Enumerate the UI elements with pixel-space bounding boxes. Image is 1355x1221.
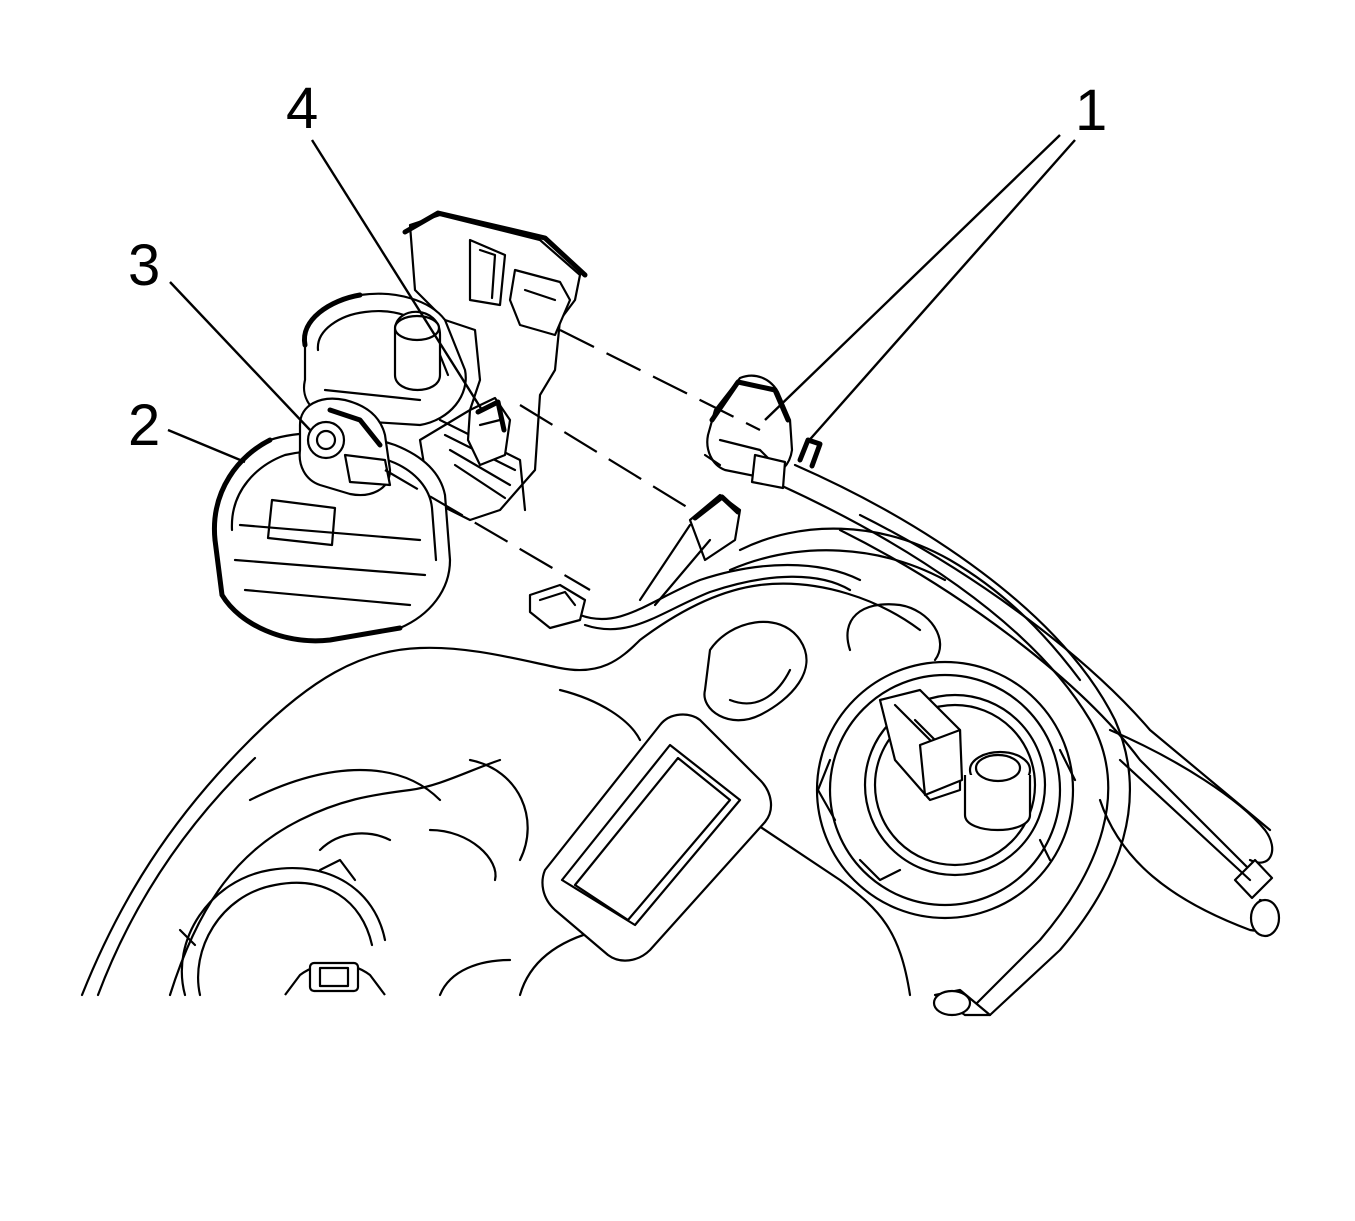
leader-1b: [804, 139, 1076, 446]
canister-upper: [302, 292, 467, 427]
alignment-lines: [384, 329, 761, 591]
callout-2: 2: [128, 393, 160, 458]
access-panel: [541, 713, 773, 962]
callout-1: 1: [1075, 78, 1107, 143]
hose-fitting: [298, 397, 392, 497]
electrical-connector: [466, 396, 512, 467]
leader-4: [310, 139, 484, 411]
secondary-sender-ring: [178, 858, 387, 997]
canister-bracket: [402, 210, 588, 522]
bracket-tab: [638, 493, 742, 607]
callout-4: 4: [286, 76, 318, 141]
fuel-tank-body: [80, 582, 922, 997]
fuel-lines: [728, 463, 1281, 1017]
leader-2: [167, 428, 246, 464]
leader-lines: [167, 134, 1076, 464]
callout-3: 3: [128, 233, 160, 298]
leader-1a: [764, 134, 1061, 421]
leader-3: [169, 281, 311, 431]
wiring-harness: [528, 563, 862, 631]
retaining-clips: [703, 374, 823, 490]
fuel-pump-module: [815, 660, 1077, 920]
canister-lower: [211, 431, 452, 644]
